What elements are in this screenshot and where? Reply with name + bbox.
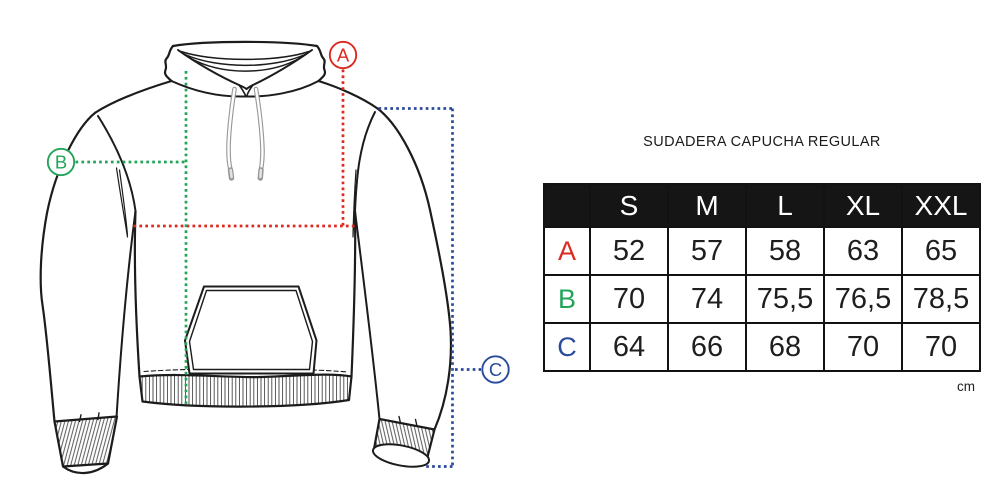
- cell-a-xxl: 65: [901, 226, 981, 276]
- hoodie-line-art: [39, 40, 453, 475]
- cell-c-s: 64: [589, 322, 669, 372]
- unit-label: cm: [957, 379, 975, 394]
- pocket-inner-line: [188, 289, 314, 371]
- measure-b-circle: [46, 147, 76, 177]
- right-sleeve-wrinkle: [352, 167, 360, 238]
- drawstring-aglets: [227, 167, 264, 181]
- hood-right-edge: [315, 44, 327, 83]
- left-cuff-notches: [78, 412, 100, 423]
- cell-a-m: 57: [667, 226, 747, 276]
- col-header-l: L: [745, 183, 825, 228]
- measure-a-label: A: [337, 44, 350, 65]
- measure-c-circle: [481, 355, 510, 384]
- table-row-b: B 70 74 75,5 76,5 78,5: [543, 274, 981, 324]
- table-row-a: A 52 57 58 63 65: [543, 226, 981, 276]
- col-header-m: M: [667, 183, 747, 228]
- cell-b-m: 74: [667, 274, 747, 324]
- hood-v-flap-right: [246, 84, 254, 97]
- col-header-s: S: [589, 183, 669, 228]
- row-label-a: A: [543, 226, 591, 276]
- measure-a: A: [133, 40, 358, 228]
- cell-b-s: 70: [589, 274, 669, 324]
- hood-top-edge: [171, 40, 319, 48]
- measure-c: C: [378, 107, 510, 468]
- hood-fold-line-2: [184, 53, 306, 67]
- hoodie-diagram: A B C: [39, 40, 510, 475]
- hood-fold-line-3: [189, 57, 301, 72]
- cell-b-l: 75,5: [745, 274, 825, 324]
- left-armhole-seam: [97, 115, 137, 212]
- cell-c-xl: 70: [823, 322, 903, 372]
- left-sleeve-outer: [39, 111, 97, 423]
- left-cuff-band: [53, 415, 119, 468]
- collar-seam: [170, 80, 320, 98]
- hem-band: [138, 373, 353, 408]
- measure-c-label: C: [489, 359, 502, 380]
- row-label-c: C: [543, 322, 591, 372]
- measure-b: B: [46, 71, 188, 406]
- hood-fold-line-1: [180, 50, 310, 61]
- col-header-xl: XL: [823, 183, 903, 228]
- left-sleeve-inner: [115, 210, 137, 419]
- col-header-xxl: XXL: [901, 183, 981, 228]
- table-row-c: C 64 66 68 70 70: [543, 322, 981, 372]
- size-table-header-row: S M L XL XXL: [543, 183, 981, 228]
- cell-c-xxl: 70: [901, 322, 981, 372]
- left-shoulder: [94, 79, 173, 114]
- cell-b-xxl: 78,5: [901, 274, 981, 324]
- drawstrings: [226, 86, 265, 181]
- right-cuff-notches: [398, 415, 418, 427]
- row-label-b: B: [543, 274, 591, 324]
- hood-left-edge: [163, 44, 175, 83]
- cell-b-xl: 76,5: [823, 274, 903, 324]
- right-sleeve-outer: [376, 107, 453, 431]
- body-right-seam: [350, 209, 357, 378]
- right-cuff-opening: [371, 443, 431, 468]
- measure-a-circle: [328, 40, 358, 70]
- size-table: S M L XL XXL A 52 57 58 63 65 B 70 74 75…: [543, 183, 981, 372]
- measure-b-label: B: [55, 151, 67, 172]
- left-sleeve-wrinkle: [115, 167, 129, 238]
- cell-a-xl: 63: [823, 226, 903, 276]
- right-sleeve-inner: [354, 210, 381, 420]
- cell-a-l: 58: [745, 226, 825, 276]
- cell-a-s: 52: [589, 226, 669, 276]
- corner-cell: [543, 183, 591, 228]
- right-armhole-seam: [354, 111, 376, 212]
- pocket-outer: [184, 285, 318, 375]
- body-left-seam: [133, 209, 141, 378]
- hood-v-flap-left: [238, 84, 247, 97]
- cell-c-m: 66: [667, 322, 747, 372]
- chart-title: SUDADERA CAPUCHA REGULAR: [643, 134, 881, 150]
- right-shoulder: [317, 79, 379, 110]
- cell-c-l: 68: [745, 322, 825, 372]
